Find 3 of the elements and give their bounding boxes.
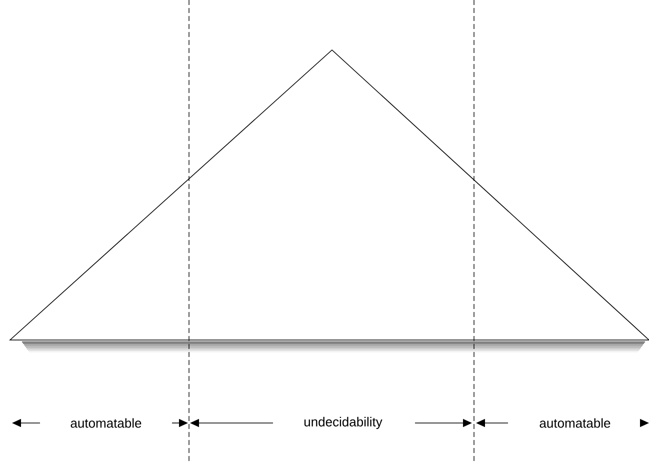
dimension-label: undecidability bbox=[304, 416, 382, 430]
dimension-label: automatable bbox=[540, 418, 610, 428]
dimension-label: automatable bbox=[70, 418, 142, 428]
